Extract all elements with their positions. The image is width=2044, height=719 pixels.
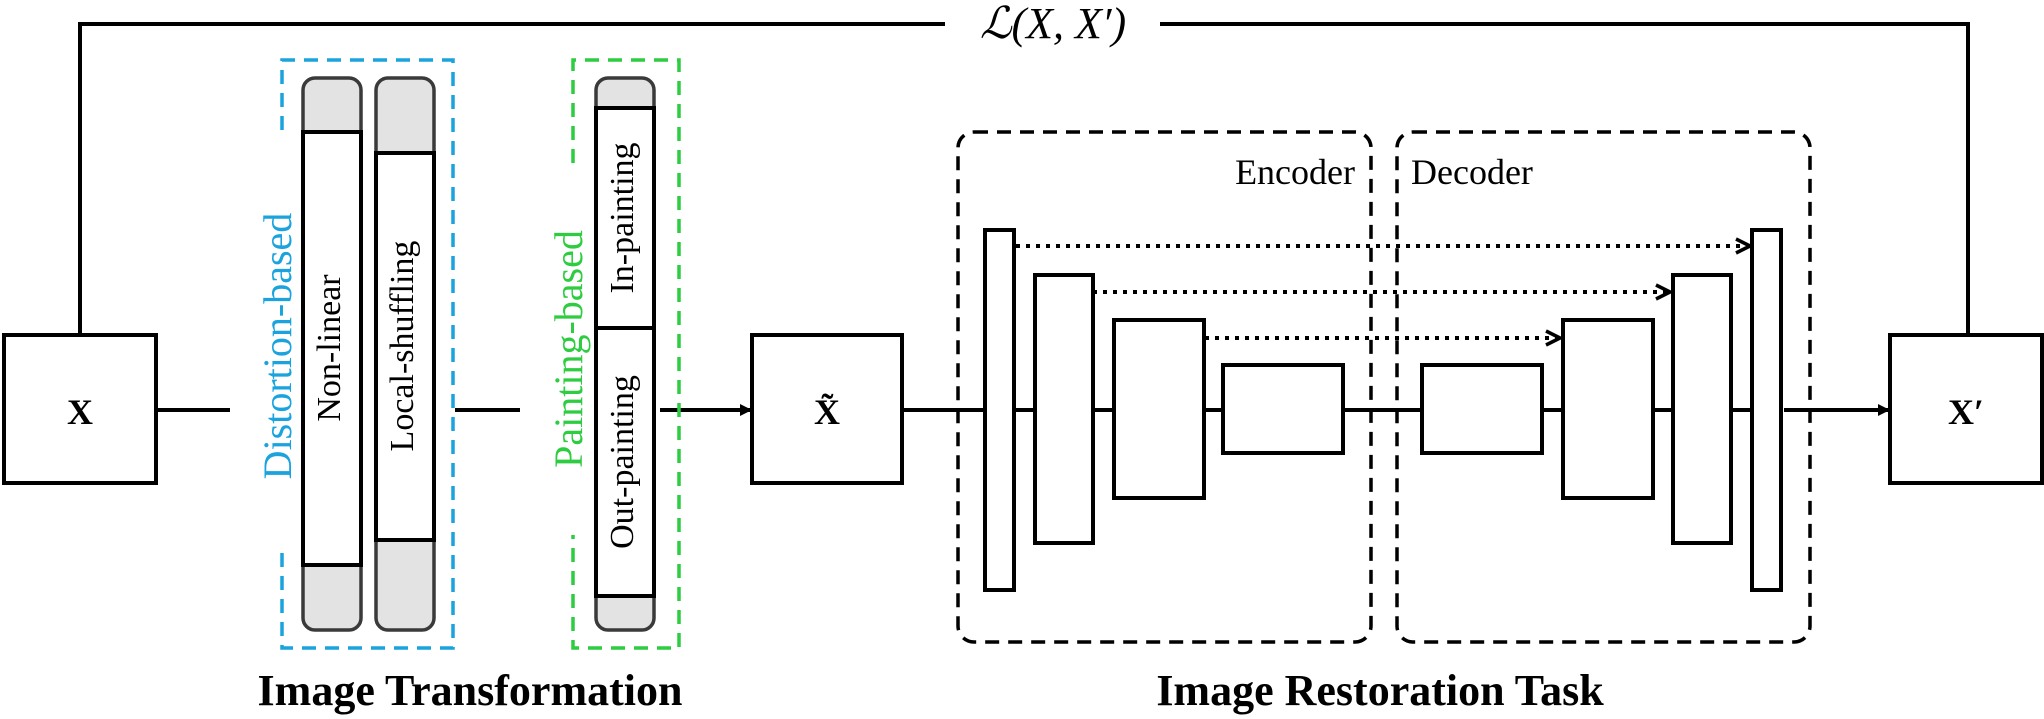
encoder-block-3 bbox=[1112, 318, 1206, 500]
painting-group: Painting-based In-painting Out-painting bbox=[539, 58, 681, 650]
encoder-block-4 bbox=[1221, 363, 1345, 455]
skip-connections bbox=[1016, 246, 1750, 338]
encoder-block-1 bbox=[983, 228, 1016, 592]
input-node: X bbox=[2, 333, 158, 485]
output-label: X′ bbox=[1948, 392, 1984, 432]
decoder-block-1 bbox=[1420, 363, 1544, 455]
image-restoration-title: Image Restoration Task bbox=[1156, 666, 1604, 715]
encoder-label: Encoder bbox=[1235, 152, 1355, 192]
encoder-blocks bbox=[983, 228, 1345, 592]
loss-label: ℒ(X, X′) bbox=[980, 0, 1126, 48]
input-label: X bbox=[67, 392, 93, 432]
transformed-label: X̃ bbox=[814, 392, 840, 432]
decoder-region bbox=[1395, 130, 1812, 644]
distortion-group: Distortion-based Non-linear Local-shuffl… bbox=[248, 58, 455, 650]
in-painting-label: In-painting bbox=[604, 142, 641, 293]
out-painting-label: Out-painting bbox=[604, 375, 641, 549]
decoder-block-2 bbox=[1561, 318, 1655, 500]
encoder-block-2 bbox=[1033, 273, 1095, 545]
encoder-region bbox=[956, 130, 1373, 644]
loss-connector bbox=[78, 22, 1970, 335]
decoder-blocks bbox=[1420, 228, 1783, 592]
painting-group-label: Painting-based bbox=[546, 230, 591, 468]
transformed-node: X̃ bbox=[750, 333, 904, 485]
image-transformation-title: Image Transformation bbox=[258, 666, 683, 715]
decoder-block-4 bbox=[1750, 228, 1783, 592]
local-shuffling-label: Local-shuffling bbox=[384, 241, 421, 452]
output-node: X′ bbox=[1888, 333, 2044, 485]
decoder-label: Decoder bbox=[1411, 152, 1533, 192]
decoder-block-3 bbox=[1671, 273, 1733, 545]
distortion-group-label: Distortion-based bbox=[255, 213, 300, 480]
non-linear-label: Non-linear bbox=[311, 274, 348, 422]
